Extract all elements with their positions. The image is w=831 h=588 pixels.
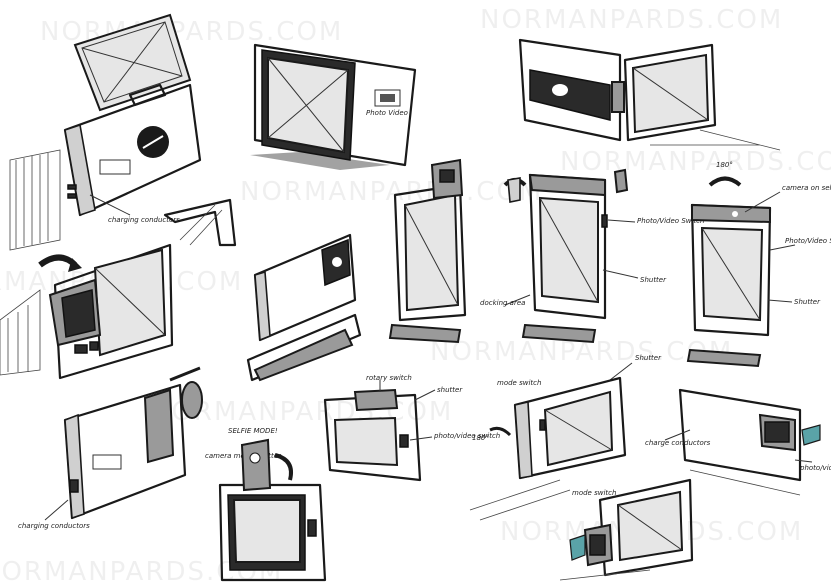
label-shutter-2: Shutter [794,298,821,306]
sketch-rotating-lens-camera: charging conductors [18,366,203,530]
label-shutter-3: shutter [437,386,463,394]
sketch-mode-switch-camera: mode switch Shutter 180° [469,354,662,521]
sketch-side-lens-camera: mode switch [559,478,694,581]
watermark-text: NORMANPARDS.COM [240,177,543,207]
sketch-rotary-switch-camera: rotary switch shutter photo/video switch [323,374,500,482]
sketch-stylus [163,198,237,247]
label-charging-conductors-top: charging conductors [108,216,180,224]
label-charging-conductors-bottom: charging conductors [18,522,90,530]
sketch-flip-screen-camera: charging conductors [9,13,202,251]
sketch-pop-up-camera [0,243,174,380]
sketch-landscape-camera: Photo Video [250,43,417,170]
watermark-text: NORMANPARDS.COM [560,147,831,177]
label-shutter-4: Shutter [635,354,662,362]
sketch-charge-conductor-camera: charge conductors photo/video switch [645,388,831,496]
label-photo-video-switch-1: Photo/Video Switch [637,217,704,225]
label-photo-video-switch-4: photo/video switch [799,464,831,472]
sketch-camera-dock [246,233,362,382]
watermark-text: NORMANPARDS.COM [480,5,783,35]
label-rotary-switch: rotary switch [366,374,412,382]
label-mode-switch-2: mode switch [572,489,616,497]
label-selfie-mode: SELFIE MODE! [228,427,278,435]
sketch-portrait-top-camera [388,158,467,344]
sketch-selfie-mode-camera: SELFIE MODE! camera mode shutter [205,427,327,582]
label-camera-selfie: camera on selfie mode [782,184,831,192]
label-180-mid: 180° [472,434,489,442]
label-docking-area: docking area [480,299,525,307]
label-shutter-1: Shutter [640,276,667,284]
label-charge-conductors: charge conductors [645,439,711,447]
sketch-selfie-portrait: 180° camera on selfie mode Photo/Video S… [686,161,831,368]
sketch-portrait-switch-camera: Photo/Video Switch Shutter docking area [480,168,704,344]
sketch-folding-camera [518,38,781,151]
label-photo-video-small: Photo Video [366,109,408,117]
label-photo-video-switch-3: photo/video switch [433,432,500,440]
label-180-top: 180° [716,161,733,169]
label-mode-switch-1: mode switch [497,379,541,387]
label-photo-video-switch-2: Photo/Video Switch [785,237,831,245]
